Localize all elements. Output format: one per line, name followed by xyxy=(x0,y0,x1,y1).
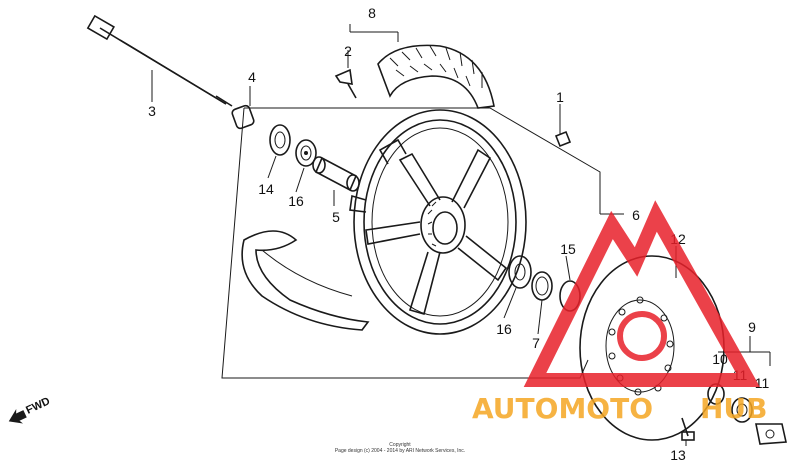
callout-16-right: 16 xyxy=(496,321,512,337)
bolt-part-1 xyxy=(554,130,572,148)
callout-2: 2 xyxy=(344,43,352,59)
copyright-line-2: Page design (c) 2004 - 2014 by ARI Netwo… xyxy=(335,448,465,454)
callout-15: 15 xyxy=(560,241,576,257)
callout-1: 1 xyxy=(556,89,564,105)
bearing-right-16 xyxy=(508,255,532,289)
callout-labels: 1 2 3 4 5 6 7 8 9 10 11 11 12 13 14 15 1… xyxy=(148,5,769,463)
watermark-text-left: AUTOMOTO xyxy=(472,392,653,425)
watermark-text-right: HUB xyxy=(700,392,768,425)
valve-part xyxy=(334,68,357,99)
callout-13: 13 xyxy=(670,447,686,463)
distance-collar-part xyxy=(312,156,360,192)
callout-3: 3 xyxy=(148,103,156,119)
tube-part xyxy=(241,230,370,331)
callout-8: 8 xyxy=(368,5,376,21)
assembly-frame xyxy=(244,107,601,214)
callout-14: 14 xyxy=(258,181,274,197)
speedometer-gear-cluster xyxy=(707,383,787,445)
callout-10: 10 xyxy=(712,351,728,367)
tire-part xyxy=(377,44,495,109)
callout-5: 5 xyxy=(332,209,340,225)
copyright-line-1: Copyright xyxy=(389,442,411,448)
copyright-footer: Copyright Page design (c) 2004 - 2014 by… xyxy=(335,442,465,454)
bearing-left-16 xyxy=(295,139,317,167)
bearing-left-14 xyxy=(269,124,291,156)
fwd-indicator: FWD xyxy=(8,395,52,424)
leader-lines xyxy=(151,24,771,446)
bolt-part-13 xyxy=(681,417,695,441)
fwd-arrow-icon xyxy=(8,409,27,424)
callout-6: 6 xyxy=(632,207,640,223)
callout-7: 7 xyxy=(532,335,540,351)
callout-9: 9 xyxy=(748,319,756,335)
axle-part xyxy=(86,14,233,107)
watermark-triangle-icon xyxy=(523,200,760,387)
seal-part-7 xyxy=(531,271,553,301)
watermark-logo: AUTOMOTO HUB xyxy=(472,200,768,425)
wheel-part xyxy=(349,109,527,335)
fwd-label: FWD xyxy=(24,395,52,416)
callout-16-left: 16 xyxy=(288,193,304,209)
callout-4: 4 xyxy=(248,69,256,85)
collar-part xyxy=(231,104,255,130)
